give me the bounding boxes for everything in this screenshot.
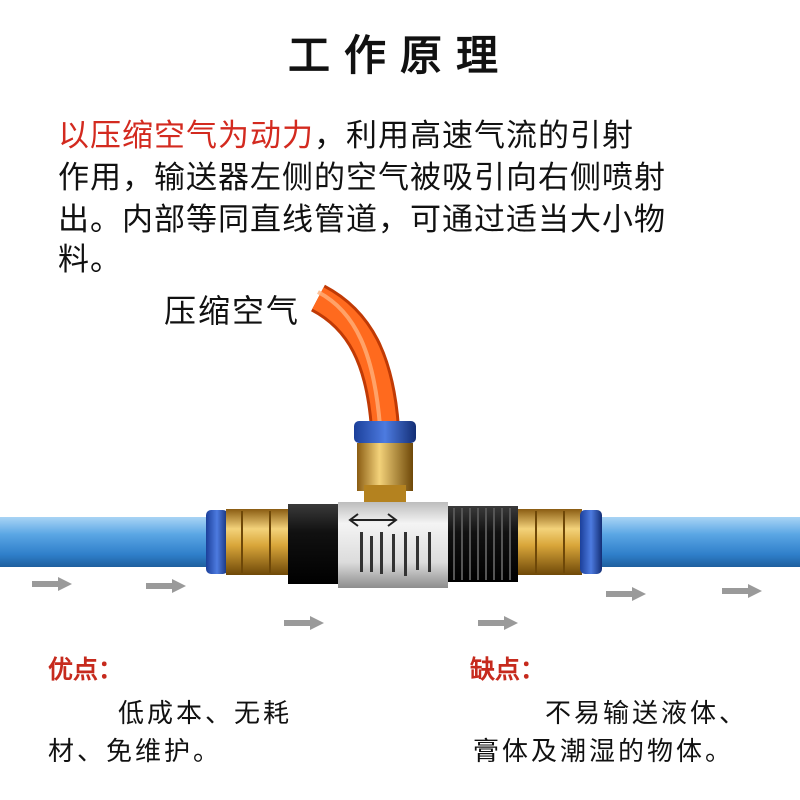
flow-arrow-icon (478, 616, 518, 630)
flow-arrow-icon (284, 616, 324, 630)
compressed-air-label: 压缩空气 (164, 292, 301, 330)
flow-arrow-icon (606, 587, 646, 601)
flow-arrow-icon (722, 584, 762, 598)
flow-direction-icon (348, 513, 398, 527)
intro-line-2: 作用，输送器左侧的空气被吸引向右侧喷射 (58, 160, 666, 196)
right-cap (580, 510, 602, 574)
thread-lines (453, 508, 511, 580)
flow-arrow-icon (146, 579, 186, 593)
intro-line-3: 出。内部等同直线管道，可通过适当大小物 (58, 202, 666, 238)
cons-title: 缺点： (470, 655, 546, 684)
right-brass-fitting (518, 509, 582, 575)
black-body-left (288, 504, 340, 584)
right-tube (600, 517, 800, 567)
intro-line-1: 以压缩空气为动力，利用高速气流的引射 (58, 116, 634, 156)
pros-title: 优点： (48, 655, 124, 684)
left-brass-fitting (226, 509, 288, 575)
left-tube (0, 517, 214, 567)
left-cap (206, 510, 228, 574)
cons-line-2: 膏体及潮湿的物体。 (473, 737, 735, 767)
conveyor-diagram (0, 284, 800, 630)
flow-arrows (32, 577, 762, 630)
pros-line-2: 材、免维护。 (48, 737, 223, 767)
intro-highlight: 以压缩空气为动力 (58, 118, 314, 154)
cons-line-1: 不易输送液体、 (545, 699, 749, 729)
pros-line-1: 低成本、无耗 (118, 699, 293, 729)
page-title: 工作原理 (287, 31, 512, 80)
air-tube (312, 287, 397, 429)
intro-line-4: 料。 (58, 242, 122, 278)
threaded-section (448, 506, 518, 582)
intro-line-1-rest: ，利用高速气流的引射 (314, 118, 634, 154)
top-brass-fitting (357, 443, 413, 491)
top-cap (354, 421, 416, 443)
label-markings (360, 532, 431, 576)
flow-arrow-icon (32, 577, 72, 591)
